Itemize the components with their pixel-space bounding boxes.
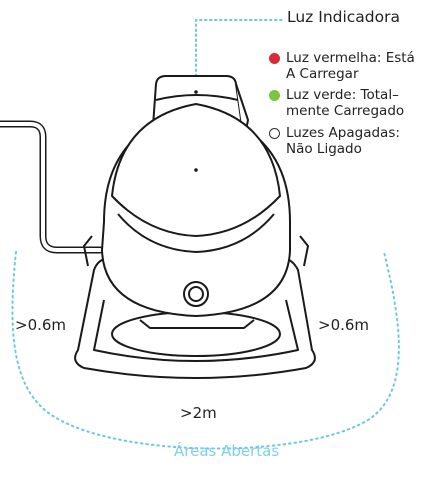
legend-label-line: Luz verde: Total– [286, 87, 399, 103]
legend-label-line: mente Carregado [286, 103, 405, 119]
empty-circle-icon [269, 128, 280, 139]
power-cable [0, 120, 104, 254]
open-area-boundary [11, 251, 400, 450]
legend-label-line: Luzes Apagadas: [286, 125, 400, 141]
legend-label-line: Luz vermelha: Está [286, 50, 415, 66]
clearance-right-label: >0.6m [318, 316, 370, 334]
clearance-front-label: >2m [180, 404, 217, 422]
green-dot-icon [269, 90, 280, 101]
clearance-left-label: >0.6m [15, 316, 67, 334]
legend-label-line: A Carregar [286, 66, 359, 82]
legend-label-line: Não Ligado [286, 141, 362, 157]
red-dot-icon [269, 53, 280, 64]
open-areas-label: Áreas Abertas [174, 442, 280, 460]
robot-body [101, 103, 291, 317]
indicator-leader-line [195, 19, 284, 87]
indicator-light-title: Luz Indicadora [287, 8, 401, 26]
